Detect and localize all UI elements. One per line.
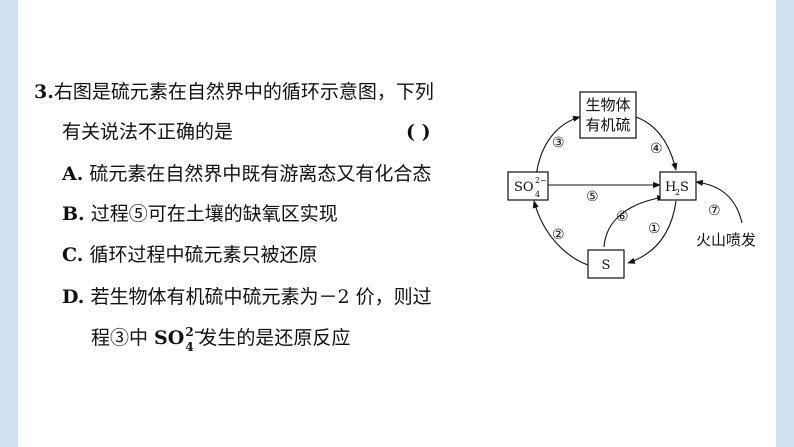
node-sulfur-box <box>587 249 625 279</box>
node-h2s-box <box>659 171 697 201</box>
option-text: 硫元素在自然界中既有游离态又有化合态 <box>89 163 432 185</box>
label-1: ① <box>648 221 661 237</box>
option-letter: C. <box>62 244 84 266</box>
option-c: C. 循环过程中硫元素只被还原 <box>62 243 317 267</box>
question-stem-text-2: 有关说法不正确的是 <box>62 121 234 143</box>
node-sulfur-label: S <box>602 258 611 273</box>
slide: 3.右图是硫元素在自然界中的循环示意图，下列 有关说法不正确的是 ( ) A. … <box>18 0 776 447</box>
option-letter: D. <box>62 286 85 308</box>
sulfate-charge: 2−4 <box>184 325 203 354</box>
option-text: 循环过程中硫元素只被还原 <box>89 244 318 266</box>
option-a: A. 硫元素在自然界中既有游离态又有化合态 <box>62 162 431 186</box>
label-6: ⑥ <box>616 209 629 225</box>
node-h2s-s: S <box>680 180 689 195</box>
node-organic-sulfur-line1: 生物体 <box>585 96 630 114</box>
answer-blank: ( ) <box>406 121 431 143</box>
sulfur-cycle-diagram: 生物体 有机硫 SO 2− 4 H 2 S S ③ ④ ⑤ ② ⑥ ① ⑦ 火山… <box>507 91 756 279</box>
option-letter: B. <box>62 203 85 225</box>
arrow-2 <box>532 200 589 266</box>
option-letter: A. <box>62 163 84 185</box>
question-stem-line2: 有关说法不正确的是 <box>62 120 233 144</box>
node-sulfate-charge: 2− <box>535 176 547 185</box>
option-b: B. 过程⑤可在土壤的缺氧区实现 <box>62 202 338 226</box>
question-stem-line1: 3.右图是硫元素在自然界中的循环示意图，下列 <box>34 80 434 104</box>
arrow-1 <box>627 200 677 264</box>
question-number: 3. <box>34 81 54 103</box>
label-3: ③ <box>552 135 565 151</box>
node-organic-sulfur-box <box>579 91 637 139</box>
node-h2s-subscript: 2 <box>675 188 680 197</box>
label-2: ② <box>552 227 565 243</box>
node-sulfate-subscript: 4 <box>535 190 540 199</box>
label-7: ⑦ <box>708 203 721 219</box>
arrow-4 <box>635 116 678 171</box>
arrow-3 <box>535 115 581 178</box>
label-5: ⑤ <box>586 189 599 205</box>
label-4: ④ <box>650 141 663 157</box>
charge-superscript: 2− <box>185 325 204 339</box>
option-d: D. 若生物体有机硫中硫元素为－2 价，则过 <box>62 285 432 309</box>
volcano-label: 火山喷发 <box>696 231 756 249</box>
question-stem-text: 右图是硫元素在自然界中的循环示意图，下列 <box>53 81 434 103</box>
option-text: 若生物体有机硫中硫元素为－2 价，则过 <box>90 286 432 308</box>
option-text: 过程⑤可在土壤的缺氧区实现 <box>90 203 338 225</box>
node-organic-sulfur-line2: 有机硫 <box>585 116 630 134</box>
node-sulfate-formula: SO <box>514 180 534 195</box>
option-d-text-pre: 程③中 <box>91 327 155 349</box>
count-subscript: 4 <box>185 340 194 354</box>
node-sulfate-box <box>507 171 549 201</box>
sulfate-formula: SO <box>154 327 185 349</box>
sulfate-symbol: SO <box>514 180 534 195</box>
option-d-text-post: 发生的是还原反应 <box>198 327 351 349</box>
arrow-7 <box>695 179 743 224</box>
node-h2s-h: H <box>665 180 676 195</box>
arrow-6 <box>603 195 665 248</box>
